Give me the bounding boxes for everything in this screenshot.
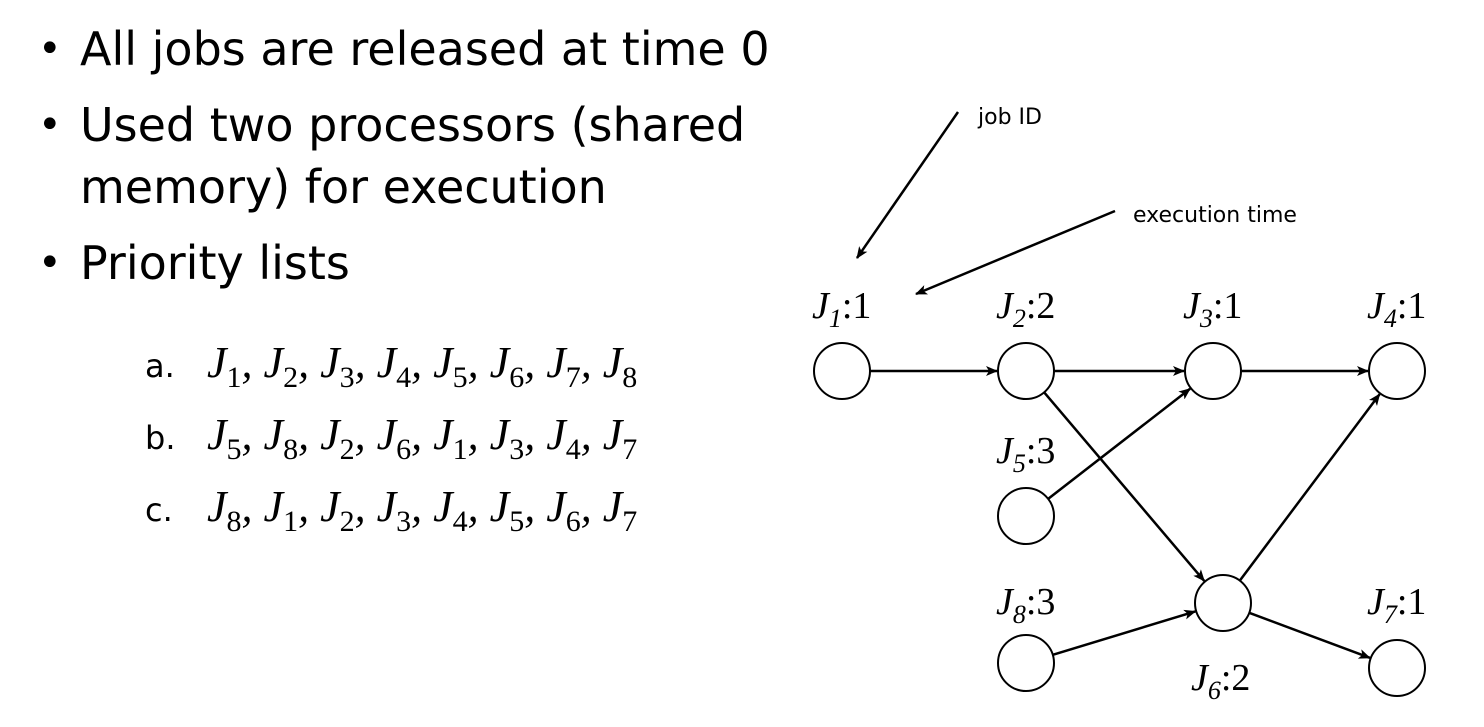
job-node-j6 bbox=[1194, 574, 1252, 632]
job-token: J1, bbox=[263, 482, 321, 538]
job-token: J7 bbox=[602, 410, 638, 466]
bullet-item: • All jobs are released at time 0 bbox=[30, 18, 770, 80]
job-id-annotation: job ID bbox=[977, 105, 1042, 130]
edge-j6-to-j7 bbox=[1248, 611, 1371, 660]
priority-list-item: b. J5, J8, J2, J6, J1, J3, J4, J7 bbox=[145, 402, 637, 474]
job-token: J3, bbox=[376, 482, 434, 538]
edge-j2-to-j6 bbox=[1043, 391, 1206, 582]
job-sequence: J8, J1, J2, J3, J4, J5, J6, J7 bbox=[207, 481, 637, 539]
node-layer bbox=[813, 342, 1426, 697]
edge-j6-to-j4 bbox=[1238, 393, 1381, 582]
job-node-j2 bbox=[997, 342, 1055, 400]
edge-layer bbox=[870, 366, 1381, 660]
job-token: J5, bbox=[207, 410, 264, 466]
priority-list-item: a. J1, J2, J3, J4, J5, J6, J7, J8 bbox=[145, 330, 637, 402]
bullet-text: All jobs are released at time 0 bbox=[80, 22, 770, 76]
annotation-layer: job ID execution time bbox=[855, 105, 1297, 296]
job-token: J1, bbox=[433, 410, 490, 466]
bullet-item: • Priority lists bbox=[30, 232, 770, 294]
job-node-j7 bbox=[1368, 639, 1426, 697]
job-token: J4, bbox=[433, 482, 490, 538]
job-token: J3, bbox=[489, 410, 547, 466]
job-token: J1, bbox=[207, 338, 264, 394]
job-label-j6: J6:2 bbox=[1191, 657, 1250, 705]
job-label-j8: J8:3 bbox=[996, 581, 1055, 629]
job-token: J4, bbox=[546, 410, 603, 466]
job-node-j4 bbox=[1368, 342, 1426, 400]
job-node-j5 bbox=[997, 487, 1055, 545]
job-token: J7, bbox=[546, 338, 603, 394]
job-sequence: J1, J2, J3, J4, J5, J6, J7, J8 bbox=[207, 337, 637, 395]
job-label-j1: J1:1 bbox=[812, 285, 871, 333]
job-token: J6, bbox=[376, 410, 434, 466]
bullet-text: Priority lists bbox=[80, 236, 350, 290]
edge-j5-to-j3 bbox=[1047, 387, 1191, 500]
bullet-dot: • bbox=[38, 26, 62, 72]
label-layer: J1:1 J2:2 J3:1 J4:1J5:3J6:2 J7:1 J8:3 bbox=[812, 285, 1426, 705]
job-node-j1 bbox=[813, 342, 871, 400]
job-token: J2, bbox=[320, 410, 377, 466]
bullet-item: • Used two processors (shared memory) fo… bbox=[30, 94, 770, 218]
job-token: J8, bbox=[263, 410, 321, 466]
job-node-j8 bbox=[997, 634, 1055, 692]
job-node-j3 bbox=[1184, 342, 1242, 400]
list-marker: a. bbox=[145, 347, 175, 385]
list-marker: c. bbox=[145, 491, 173, 529]
job-token: J5, bbox=[489, 482, 547, 538]
priority-list-item: c. J8, J1, J2, J3, J4, J5, J6, J7 bbox=[145, 474, 637, 546]
job-token: J2, bbox=[263, 338, 321, 394]
job-sequence: J5, J8, J2, J6, J1, J3, J4, J7 bbox=[207, 409, 637, 467]
job-label-j3: J3:1 bbox=[1183, 285, 1242, 333]
job-label-j2: J2:2 bbox=[996, 285, 1055, 333]
job-token: J4, bbox=[376, 338, 434, 394]
job-token: J5, bbox=[433, 338, 490, 394]
job-label-j5: J5:3 bbox=[996, 430, 1055, 478]
job-id-pointer-arrow bbox=[855, 111, 960, 259]
job-token: J7 bbox=[602, 482, 638, 538]
job-token: J6, bbox=[489, 338, 547, 394]
bullet-text: Used two processors (shared memory) for … bbox=[80, 98, 746, 214]
job-token: J6, bbox=[546, 482, 603, 538]
bullet-dot: • bbox=[38, 240, 62, 286]
job-token: J8, bbox=[207, 482, 264, 538]
job-token: J3, bbox=[320, 338, 377, 394]
job-label-j4: J4:1 bbox=[1367, 285, 1426, 333]
edge-j8-to-j6 bbox=[1052, 609, 1197, 657]
execution-time-pointer-arrow bbox=[915, 209, 1116, 296]
job-label-j7: J7:1 bbox=[1367, 581, 1426, 629]
job-token: J8 bbox=[602, 338, 638, 394]
bullet-list: • All jobs are released at time 0 • Used… bbox=[30, 18, 770, 308]
list-marker: b. bbox=[145, 419, 176, 457]
bullet-dot: • bbox=[38, 102, 62, 148]
execution-time-annotation: execution time bbox=[1133, 203, 1297, 228]
job-token: J2, bbox=[320, 482, 377, 538]
priority-list: a. J1, J2, J3, J4, J5, J6, J7, J8 b. J5, J8… bbox=[145, 330, 637, 546]
